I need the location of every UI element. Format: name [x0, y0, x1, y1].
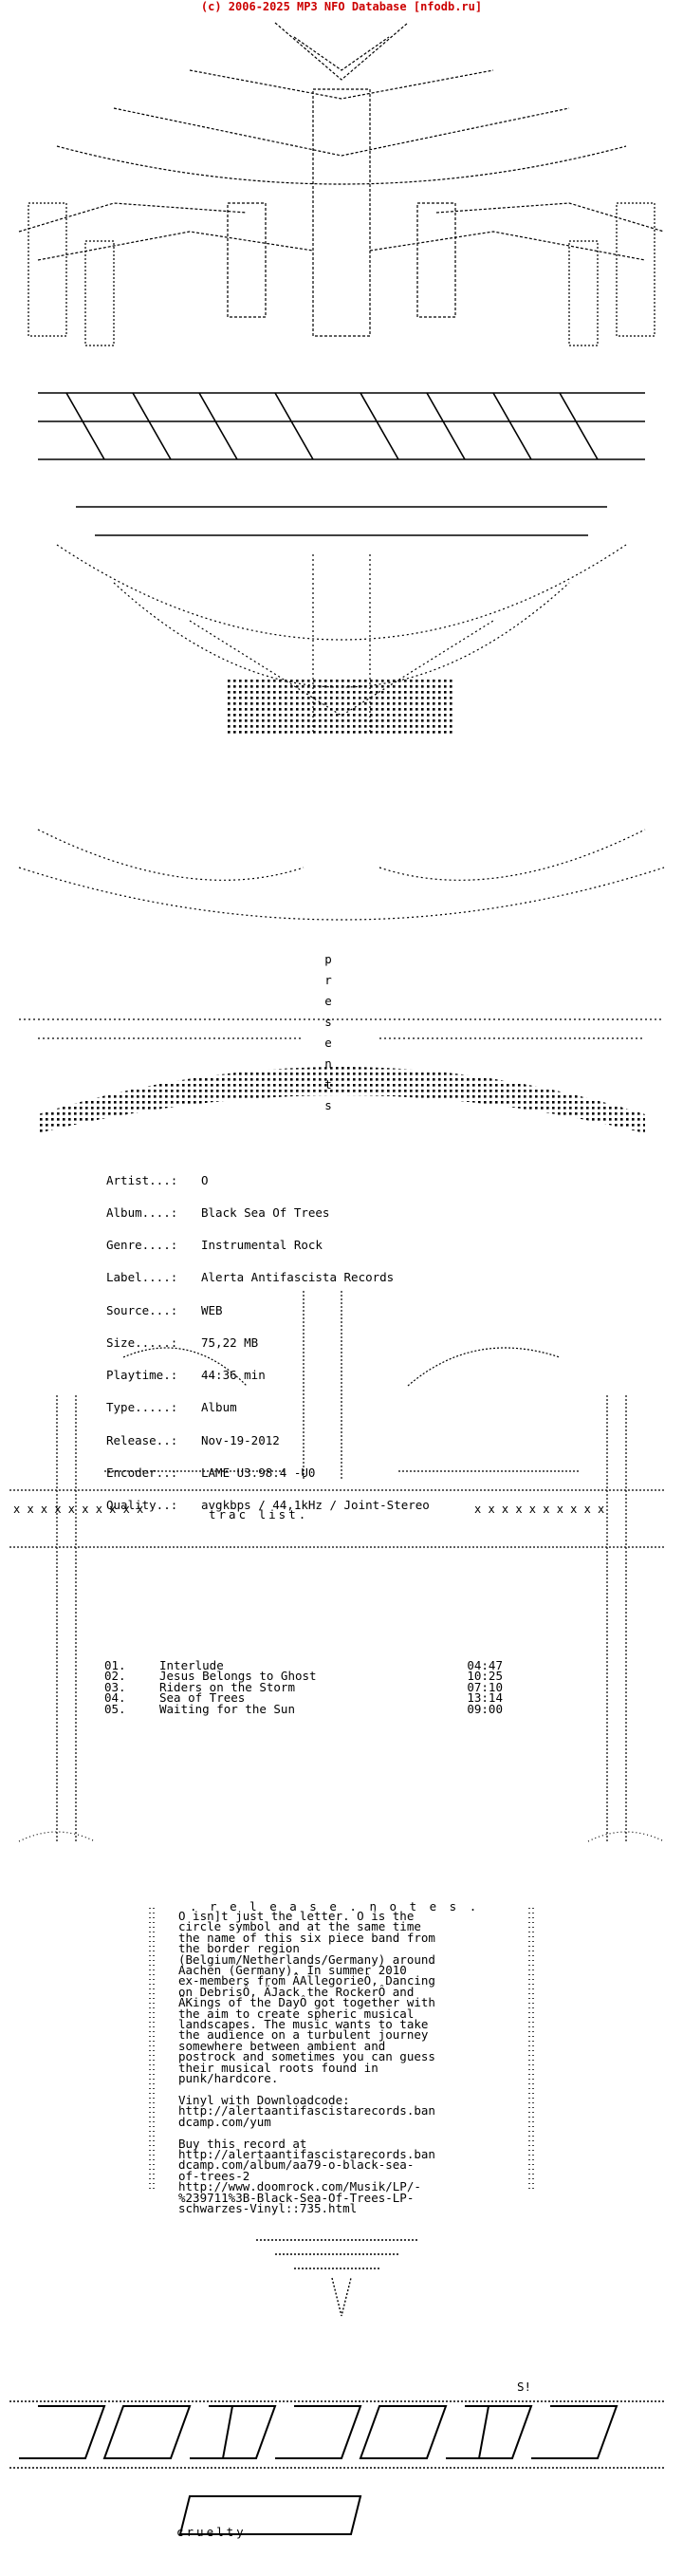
info-row: Label....: Alerta Antifascista Records	[106, 1270, 430, 1285]
track-row: 02. Jesus Belongs to Ghost 10:25	[104, 1669, 503, 1684]
signature-tag: S!	[517, 2380, 532, 2394]
tracklist-ascii-frame: x x x x x x x x x x x x x x x x x x x x	[0, 1253, 683, 1879]
presents-letter: p	[324, 952, 332, 966]
notes-paragraph: Vinyl with Downloadcode: http://alertaan…	[178, 2092, 435, 2129]
bottom-dots	[38, 1067, 645, 1133]
info-value: LAME U3.98.4 -U0	[201, 1465, 316, 1480]
track-time: 07:10	[467, 1679, 503, 1694]
wings	[18, 829, 665, 1039]
x-rows: x x x x x x x x x x x x x x x x x x x x	[13, 1503, 604, 1516]
track-time: 10:25	[467, 1669, 503, 1684]
track-time: 04:47	[467, 1658, 503, 1672]
info-label: Artist...:	[106, 1172, 178, 1187]
tracklist: 01. Interlude 04:47 02. Jesus Belongs to Gh…	[104, 1658, 503, 1716]
info-value: Instrumental Rock	[201, 1238, 323, 1253]
info-value: 75,22 MB	[201, 1335, 259, 1350]
track-name: Riders on the Storm	[159, 1679, 295, 1694]
info-label: Type.....:	[106, 1400, 178, 1415]
track-row: 05. Waiting for the Sun 09:00	[104, 1701, 503, 1716]
notes-side-borders	[149, 1908, 534, 2193]
track-number: 04.	[104, 1690, 126, 1706]
notes-paragraph: O isn]t just the letter. O is the circle…	[178, 1909, 435, 2086]
info-row: Release..: Nov-19-2012	[106, 1432, 430, 1447]
presents-letter: r	[324, 973, 332, 987]
presents-letter: e	[324, 1036, 332, 1050]
info-label: Genre....:	[106, 1238, 178, 1253]
track-name: Jesus Belongs to Ghost	[159, 1669, 317, 1684]
x-row-left: x x x x x x x x x x	[13, 1503, 143, 1516]
track-number: 05.	[104, 1701, 126, 1716]
info-row: Playtime.: 44:36 min	[106, 1368, 430, 1383]
info-label: Label....:	[106, 1270, 178, 1285]
info-label: Source...:	[106, 1302, 178, 1317]
info-row: Quality..: avgkbps / 44,1kHz / Joint-Ster…	[106, 1498, 430, 1512]
info-value: 44:36 min	[201, 1368, 266, 1383]
info-row: Size.....: 75,22 MB	[106, 1335, 430, 1350]
info-row: Encoder..: LAME U3.98.4 -U0	[106, 1465, 430, 1480]
track-number: 02.	[104, 1669, 126, 1684]
info-row: Genre....: Instrumental Rock	[106, 1238, 430, 1253]
track-name: Interlude	[159, 1658, 224, 1672]
info-row: Source...: WEB	[106, 1302, 430, 1317]
info-label: Size.....:	[106, 1335, 178, 1350]
tracklist-title: trac list.	[209, 1507, 309, 1521]
info-label: Album....:	[106, 1205, 178, 1221]
info-value: Nov-19-2012	[201, 1432, 280, 1447]
presents-vertical: p r e s e n t s	[319, 949, 338, 1116]
info-label: Release..:	[106, 1432, 178, 1447]
info-value: Black Sea Of Trees	[201, 1205, 330, 1221]
presents-letter: t	[324, 1077, 332, 1092]
track-name: Waiting for the Sun	[159, 1701, 295, 1716]
track-number: 01.	[104, 1658, 126, 1672]
info-label: Playtime.:	[106, 1368, 178, 1383]
side-towers	[28, 202, 655, 346]
ascii-art-logo	[0, 13, 683, 1152]
info-row: Type.....: Album	[106, 1400, 430, 1415]
top-ornament	[18, 22, 665, 261]
info-value: Alerta Antifascista Records	[201, 1270, 395, 1285]
presents-letter: s	[324, 1098, 332, 1112]
info-label: Encoder..:	[106, 1465, 178, 1480]
track-row: 03. Riders on the Storm 07:10	[104, 1679, 503, 1694]
release-notes: O isn]t just the letter. O is the circle…	[178, 1909, 463, 2225]
track-number: 03.	[104, 1679, 126, 1694]
lettering-bands	[38, 392, 645, 536]
grid-dots	[228, 678, 455, 735]
notes-paragraph: Buy this record at http://alertaantifasc…	[178, 2136, 435, 2215]
info-label: Quality..:	[106, 1498, 178, 1512]
release-notes-title: . r e l e a s e . n o t e s .	[190, 1899, 480, 1913]
track-row: 04. Sea of Trees 13:14	[104, 1690, 503, 1706]
info-value: O	[201, 1172, 209, 1187]
track-time: 13:14	[467, 1690, 503, 1706]
info-value: avgkbps / 44,1kHz / Joint-Stereo	[201, 1498, 430, 1512]
central-column	[227, 88, 456, 337]
group-logo-ascii	[0, 2212, 683, 2572]
x-row-right: x x x x x x x x x x	[474, 1503, 604, 1516]
presents-letter: n	[324, 1056, 332, 1071]
info-value: Album	[201, 1400, 237, 1415]
track-time: 09:00	[467, 1701, 503, 1716]
presents-letter: e	[324, 994, 332, 1008]
info-row: Artist...: O	[106, 1172, 430, 1187]
info-value: WEB	[201, 1302, 223, 1317]
presents-letter: s	[324, 1015, 332, 1029]
release-info: Artist...: O Album....: Black Sea Of Trees…	[106, 1153, 430, 1521]
track-name: Sea of Trees	[159, 1690, 246, 1706]
cruelty-label: cruelty	[176, 2525, 247, 2539]
nfodb-copyright-header: (c) 2006-2025 MP3 NFO Database [nfodb.ru…	[200, 0, 483, 13]
info-row: Album....: Black Sea Of Trees	[106, 1205, 430, 1221]
track-row: 01. Interlude 04:47	[104, 1658, 503, 1672]
